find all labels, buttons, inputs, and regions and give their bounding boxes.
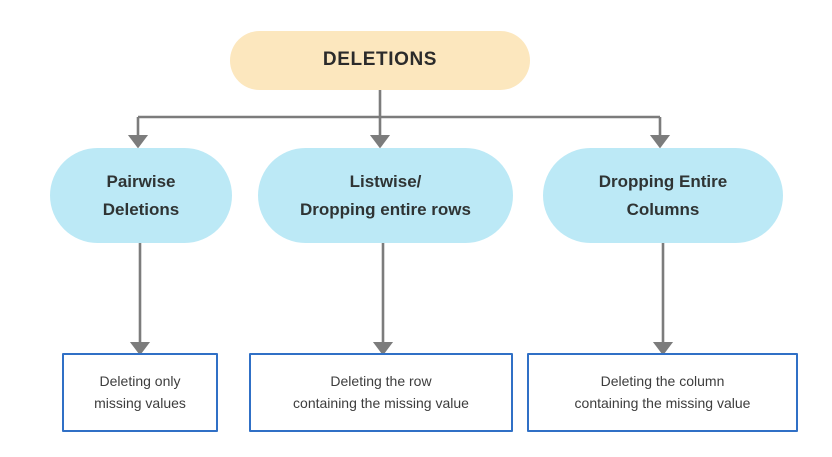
root-node-deletions: DELETIONS xyxy=(230,31,530,90)
detail-box-pairwise-line1: Deleting only xyxy=(99,373,181,390)
detail-box-columns: Deleting the column containing the missi… xyxy=(527,353,798,432)
method-node-pairwise: Pairwise Deletions xyxy=(50,148,232,243)
method-node-pairwise-line2: Deletions xyxy=(102,199,180,219)
detail-box-pairwise: Deleting only missing values xyxy=(62,353,218,432)
detail-box-listwise-line1: Deleting the row xyxy=(330,373,432,390)
method-node-listwise: Listwise/ Dropping entire rows xyxy=(258,148,513,243)
detail-box-pairwise-line2: missing values xyxy=(94,394,186,411)
method-node-columns-line1: Dropping Entire xyxy=(598,171,728,191)
method-node-pairwise-line1: Pairwise xyxy=(106,171,176,191)
root-node-label: DELETIONS xyxy=(322,49,438,71)
method-node-columns-line2: Columns xyxy=(626,199,700,219)
detail-box-listwise-line2: containing the missing value xyxy=(293,394,469,411)
method-node-dropping-entire-columns: Dropping Entire Columns xyxy=(543,148,783,243)
detail-box-columns-line2: containing the missing value xyxy=(574,394,751,411)
method-node-listwise-line2: Dropping entire rows xyxy=(300,199,471,219)
detail-box-columns-line1: Deleting the column xyxy=(600,373,725,390)
method-node-listwise-line1: Listwise/ xyxy=(349,171,422,191)
detail-box-listwise: Deleting the row containing the missing … xyxy=(249,353,513,432)
